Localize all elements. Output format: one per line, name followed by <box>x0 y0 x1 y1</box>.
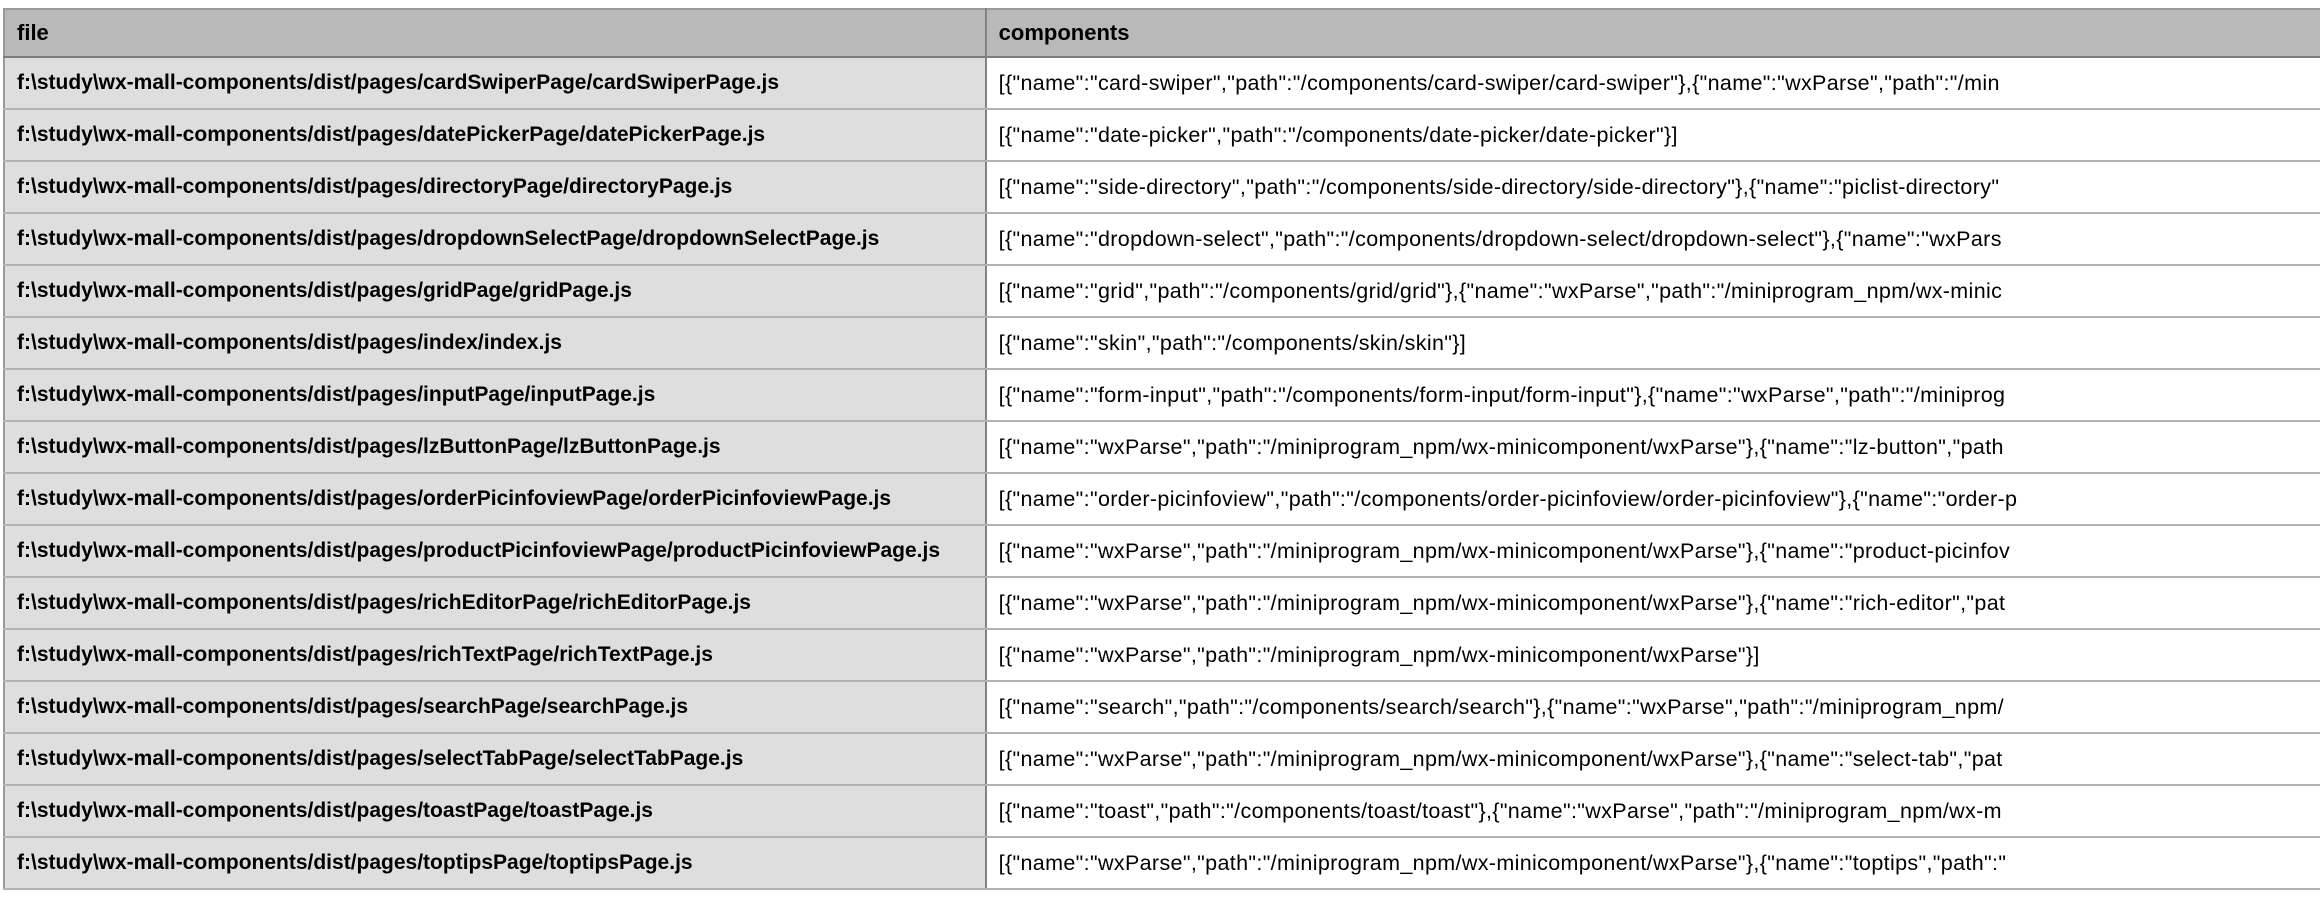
table-row: f:\study\wx-mall-components/dist/pages/g… <box>3 265 2320 318</box>
column-header-file: file <box>3 8 987 58</box>
components-cell: [{"name":"order-picinfoview","path":"/co… <box>985 473 2320 526</box>
file-cell: f:\study\wx-mall-components/dist/pages/i… <box>3 369 987 422</box>
components-cell: [{"name":"side-directory","path":"/compo… <box>985 161 2320 214</box>
components-cell: [{"name":"date-picker","path":"/componen… <box>985 109 2320 162</box>
table-row: f:\study\wx-mall-components/dist/pages/t… <box>3 837 2320 890</box>
components-cell: [{"name":"wxParse","path":"/miniprogram_… <box>985 837 2320 890</box>
file-cell: f:\study\wx-mall-components/dist/pages/o… <box>3 473 987 526</box>
file-cell: f:\study\wx-mall-components/dist/pages/c… <box>3 57 987 110</box>
file-cell: f:\study\wx-mall-components/dist/pages/r… <box>3 629 987 682</box>
table-row: f:\study\wx-mall-components/dist/pages/c… <box>3 57 2320 110</box>
components-cell: [{"name":"search","path":"/components/se… <box>985 681 2320 734</box>
table-row: f:\study\wx-mall-components/dist/pages/o… <box>3 473 2320 526</box>
table-row: f:\study\wx-mall-components/dist/pages/i… <box>3 317 2320 370</box>
file-cell: f:\study\wx-mall-components/dist/pages/t… <box>3 785 987 838</box>
table-row: f:\study\wx-mall-components/dist/pages/s… <box>3 733 2320 786</box>
table-row: f:\study\wx-mall-components/dist/pages/d… <box>3 109 2320 162</box>
components-cell: [{"name":"grid","path":"/components/grid… <box>985 265 2320 318</box>
table-row: f:\study\wx-mall-components/dist/pages/s… <box>3 681 2320 734</box>
components-cell: [{"name":"wxParse","path":"/miniprogram_… <box>985 577 2320 630</box>
file-cell: f:\study\wx-mall-components/dist/pages/r… <box>3 577 987 630</box>
table-row: f:\study\wx-mall-components/dist/pages/d… <box>3 213 2320 266</box>
components-cell: [{"name":"wxParse","path":"/miniprogram_… <box>985 629 2320 682</box>
file-cell: f:\study\wx-mall-components/dist/pages/d… <box>3 161 987 214</box>
table-row: f:\study\wx-mall-components/dist/pages/t… <box>3 785 2320 838</box>
file-cell: f:\study\wx-mall-components/dist/pages/p… <box>3 525 987 578</box>
file-cell: f:\study\wx-mall-components/dist/pages/d… <box>3 109 987 162</box>
table-row: f:\study\wx-mall-components/dist/pages/i… <box>3 369 2320 422</box>
file-cell: f:\study\wx-mall-components/dist/pages/s… <box>3 733 987 786</box>
table-row: f:\study\wx-mall-components/dist/pages/r… <box>3 577 2320 630</box>
header-row: file components <box>3 8 2320 58</box>
components-cell: [{"name":"wxParse","path":"/miniprogram_… <box>985 733 2320 786</box>
components-cell: [{"name":"toast","path":"/components/toa… <box>985 785 2320 838</box>
components-cell: [{"name":"skin","path":"/components/skin… <box>985 317 2320 370</box>
file-cell: f:\study\wx-mall-components/dist/pages/g… <box>3 265 987 318</box>
components-cell: [{"name":"card-swiper","path":"/componen… <box>985 57 2320 110</box>
file-cell: f:\study\wx-mall-components/dist/pages/s… <box>3 681 987 734</box>
file-components-table-container: file components f:\study\wx-mall-compone… <box>3 8 2320 902</box>
components-cell: [{"name":"wxParse","path":"/miniprogram_… <box>985 525 2320 578</box>
table-row: f:\study\wx-mall-components/dist/pages/l… <box>3 421 2320 474</box>
file-cell: f:\study\wx-mall-components/dist/pages/t… <box>3 837 987 890</box>
table-row: f:\study\wx-mall-components/dist/pages/d… <box>3 161 2320 214</box>
file-cell: f:\study\wx-mall-components/dist/pages/d… <box>3 213 987 266</box>
components-cell: [{"name":"form-input","path":"/component… <box>985 369 2320 422</box>
column-header-components: components <box>985 8 2320 58</box>
file-cell: f:\study\wx-mall-components/dist/pages/l… <box>3 421 987 474</box>
components-cell: [{"name":"wxParse","path":"/miniprogram_… <box>985 421 2320 474</box>
components-cell: [{"name":"dropdown-select","path":"/comp… <box>985 213 2320 266</box>
table-row: f:\study\wx-mall-components/dist/pages/r… <box>3 629 2320 682</box>
file-cell: f:\study\wx-mall-components/dist/pages/i… <box>3 317 987 370</box>
table-row: f:\study\wx-mall-components/dist/pages/p… <box>3 525 2320 578</box>
file-components-table: file components f:\study\wx-mall-compone… <box>3 8 2320 890</box>
